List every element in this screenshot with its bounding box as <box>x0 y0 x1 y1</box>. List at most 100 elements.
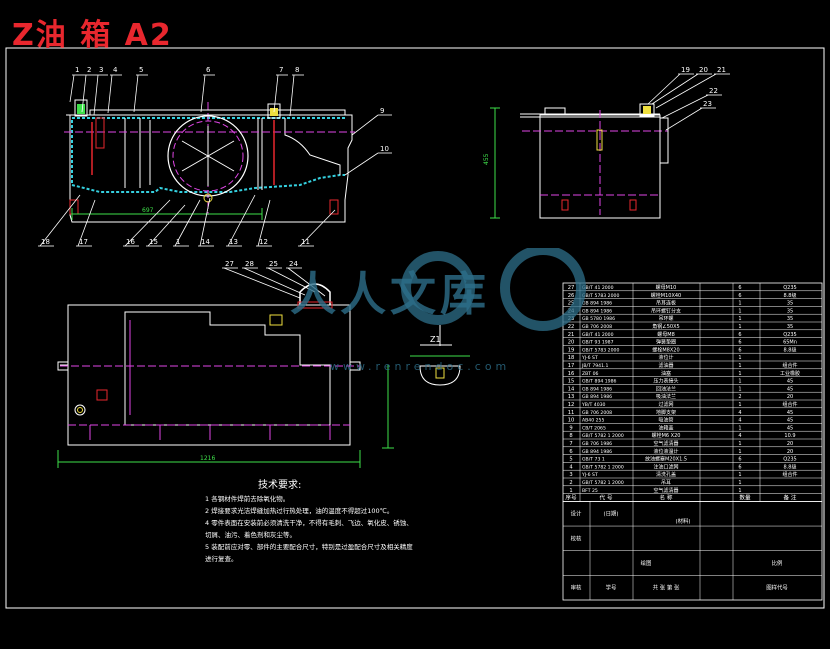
bom-code: GB 894 1986 <box>582 308 612 314</box>
bom-no: 27 <box>568 285 575 291</box>
section-detail <box>419 365 461 386</box>
bom-name: 清洗孔盖 <box>656 471 676 478</box>
callout-17: 17 <box>79 238 88 246</box>
bom-qty: 1 <box>738 363 741 369</box>
bom-header-remark: 备 注 <box>784 494 797 502</box>
bom-no: 18 <box>568 355 575 361</box>
bom-no: 5 <box>569 457 572 463</box>
bom-name: 过滤网 <box>658 401 673 408</box>
bom-remark: 工业橡胶 <box>780 370 800 377</box>
callout-14: 14 <box>201 238 210 246</box>
bom-no: 16 <box>568 371 575 377</box>
cleanout-cover-bolts <box>181 126 235 186</box>
watermark-url: www.renrendoc.com <box>330 360 511 373</box>
bom-qty: 1 <box>738 386 741 392</box>
bom-name: 空气滤清器 <box>653 487 678 494</box>
bom-header-no: 序号 <box>565 494 577 502</box>
bom-qty: 4 <box>738 418 741 424</box>
callout-25: 25 <box>269 260 278 268</box>
bom-qty: 1 <box>738 301 741 307</box>
top-view-level <box>96 389 108 401</box>
bom-no: 15 <box>568 379 575 385</box>
bom-code: GB 894 1986 <box>582 394 612 400</box>
tech-req-item: 5 装配前应对零、部件的主要配合尺寸，特别是过盈配合尺寸及相关精度 <box>205 542 413 551</box>
watermark-logo <box>401 248 586 331</box>
callout-8: 8 <box>295 66 299 74</box>
bom-name: 吸油法兰 <box>656 393 676 400</box>
bom-qty: 1 <box>738 308 741 314</box>
side-dim-height: 455 <box>483 153 490 165</box>
bom-qty: 1 <box>738 402 741 408</box>
bom-remark: Q235 <box>783 457 796 463</box>
tech-requirements: 技术要求:1 各钢材件焊前去除氧化物。2 焊接要求光洁焊缝加热过行热处理，油的温… <box>205 478 413 563</box>
bom-name: 吊耳连板 <box>656 300 676 307</box>
bom-remark: 10.9 <box>784 433 795 439</box>
bom-remark: 65Mn <box>783 340 797 346</box>
bom-qty: 4 <box>738 410 741 416</box>
tech-req-item: 切屑、油污、着色剂和灰尘等。 <box>205 530 296 539</box>
bom-qty: 1 <box>738 324 741 330</box>
bom-name: 注油口滤网 <box>653 463 678 470</box>
tb-drawn: 绘图 <box>641 559 652 567</box>
bom-qty: 1 <box>738 425 741 431</box>
bom-qty: 1 <box>738 316 741 322</box>
level-gauge <box>95 117 105 149</box>
bom-qty: 1 <box>738 379 741 385</box>
bom-remark: 组合件 <box>782 471 797 478</box>
bom-remark: 35 <box>787 316 793 322</box>
bom-qty: 6 <box>738 464 741 470</box>
callout-27: 27 <box>225 260 234 268</box>
tb-check: 校核 <box>571 534 582 542</box>
bom-code: GB/T 41 2000 <box>582 332 614 338</box>
bom-code: YJ-6 ST <box>581 472 598 478</box>
callout-21: 21 <box>717 66 726 74</box>
front-right-callouts: 910 <box>344 107 392 176</box>
bom-name: 油箱盖 <box>658 424 673 431</box>
bom-remark: 45 <box>787 379 793 385</box>
callout-10: 10 <box>380 145 389 153</box>
bom-code: GB/T 5783 2000 <box>582 347 619 353</box>
bom-code: BFT 25 <box>582 488 598 494</box>
bom-code: GB 706 2008 <box>582 324 612 330</box>
bom-no: 19 <box>568 347 575 353</box>
bom-code: GB 894 1986 <box>582 301 612 307</box>
bom-code: GB/T 5783 2000 <box>582 293 619 299</box>
callout-4: 4 <box>113 66 118 74</box>
side-view-bracket <box>659 117 669 164</box>
bom-code: ZBT 06 <box>582 371 598 377</box>
top-view-inner-step <box>124 311 331 426</box>
bom-name: 角钢∠50X5 <box>652 323 679 330</box>
tb-design: 设计 <box>571 510 582 518</box>
bom-remark: 20 <box>787 441 793 447</box>
bom-remark: 8.8级 <box>784 346 797 353</box>
bom-qty: 6 <box>738 340 741 346</box>
bom-qty: 6 <box>738 285 741 291</box>
front-view-top-plate <box>89 109 346 116</box>
bom-no: 13 <box>568 394 575 400</box>
callout-13: 13 <box>229 238 238 246</box>
side-view-pipe <box>596 129 603 151</box>
bom-code: GB/T 5782 1 2000 <box>582 480 624 486</box>
bom-remark: 35 <box>787 301 793 307</box>
tech-req-item: 1 各钢材件焊前去除氧化物。 <box>205 494 289 503</box>
bom-code: GB 5780 1986 <box>582 316 615 322</box>
bom-name: 液位计 <box>658 354 673 361</box>
bom-qty: 1 <box>738 488 741 494</box>
bom-no: 11 <box>568 410 575 416</box>
bom-code: GB 706 1986 <box>582 441 612 447</box>
bom-name: 地脚支架 <box>656 409 676 416</box>
drawing-title: Z油 箱 A2 <box>12 18 173 53</box>
callout-19: 19 <box>681 66 690 74</box>
bom-code: GB/T 41 2000 <box>582 285 614 291</box>
bom-remark: 20 <box>787 449 793 455</box>
bom-qty: 6 <box>738 457 741 463</box>
bom-no: 10 <box>568 418 575 424</box>
tech-req-item: 2 焊接要求光洁焊缝加热过行热处理，油的温度不得超过100℃。 <box>205 506 393 515</box>
side-view-filler-fill <box>643 106 651 114</box>
